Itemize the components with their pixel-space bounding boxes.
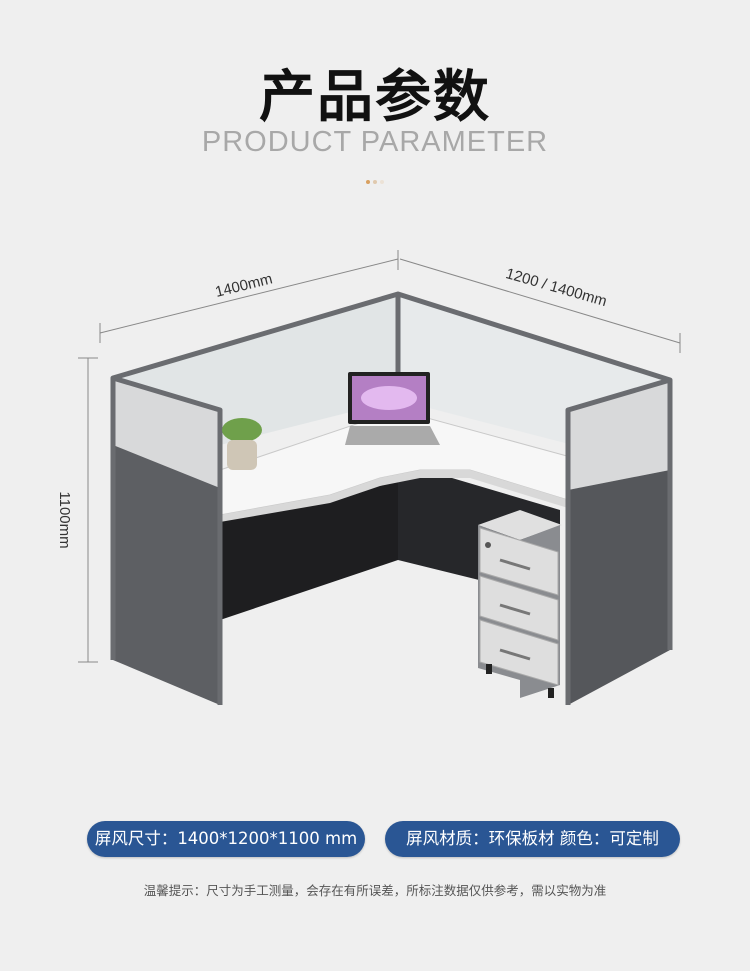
plant: [222, 418, 262, 470]
dot-3: [380, 180, 384, 184]
spec-material-badge: 屏风材质：环保板材 颜色：可定制: [385, 821, 680, 857]
page-subtitle: PRODUCT PARAMETER: [201, 126, 549, 158]
measurement-note: 温馨提示：尺寸为手工测量，会存在有所误差，所标注数据仅供参考，需以实物为准: [143, 883, 607, 898]
dimension-lines: [78, 250, 681, 663]
drawer-cabinet: [478, 510, 562, 698]
dot-1: [366, 180, 370, 184]
dot-2: [373, 180, 377, 184]
dimension-height: 1100mm: [56, 491, 73, 548]
spec-size-badge: 屏风尺寸：1400*1200*1100 mm: [87, 821, 365, 857]
laptop: [345, 372, 440, 445]
dimension-width-left: 1400mm: [214, 270, 275, 301]
decorative-dots: [366, 180, 384, 184]
page-title: 产品参数: [259, 65, 491, 130]
cubicle-product-image: 1400mm 1200 / 1400mm 1100mm: [56, 250, 681, 705]
dimension-width-right: 1200 / 1400mm: [504, 265, 609, 310]
